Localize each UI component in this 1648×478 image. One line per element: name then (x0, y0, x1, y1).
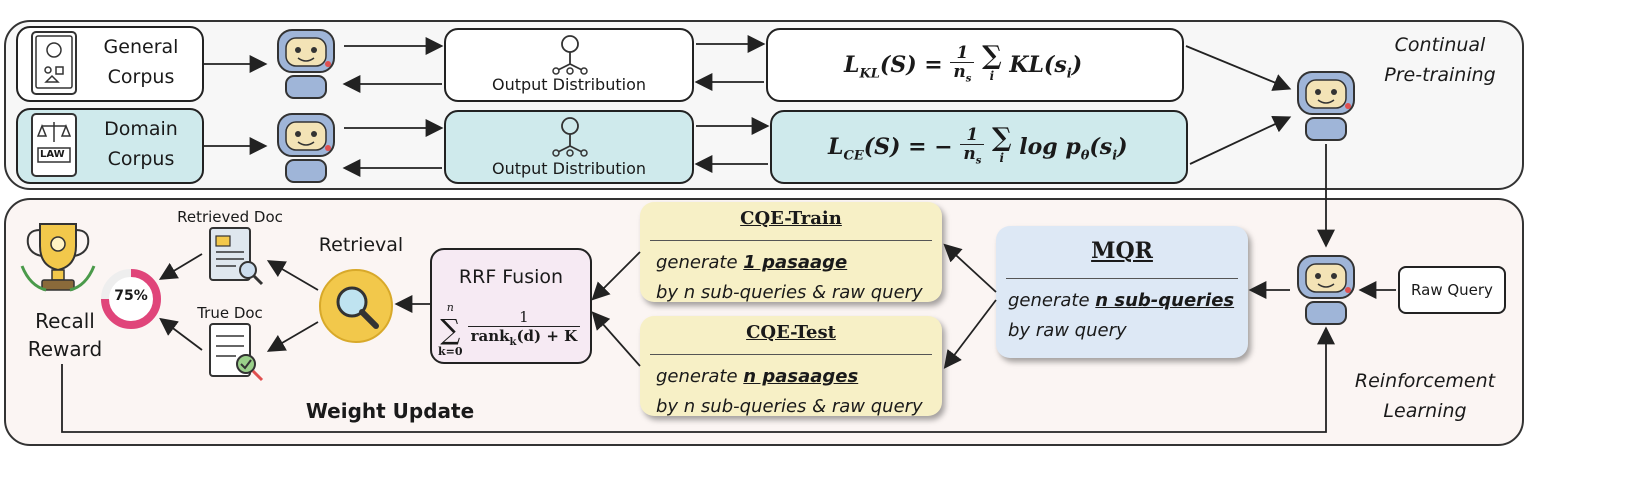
cqe-train-box: CQE-Train generate 1 pasaage by n sub-qu… (640, 202, 942, 303)
true-document-icon (209, 323, 264, 382)
cqe-test-line2: by n sub-queries & raw query (656, 396, 923, 417)
rrf-title: RRF Fusion (458, 266, 564, 288)
recall-percent: 75% (114, 288, 148, 304)
weight-update-label: Weight Update (305, 399, 475, 423)
recall-ring-icon (101, 269, 161, 329)
rrf-formula: n ∑ k=0 1 rankk(d) + K (438, 300, 581, 360)
general-corpus-box: General Corpus (16, 26, 204, 102)
true-doc-label: True Doc (197, 304, 263, 322)
cqe-train-title: CQE-Train (740, 208, 842, 229)
rrf-fusion-box: RRF Fusion n ∑ k=0 1 rankk(d) + K (430, 248, 592, 364)
output-distribution-label-top: Output Distribution (491, 75, 646, 94)
network-icon (552, 117, 588, 157)
domain-corpus-line1: Domain (104, 118, 178, 140)
raw-query-box: Raw Query (1398, 266, 1506, 314)
recall-reward-line2: Reward (27, 337, 103, 361)
robot-icon-domain (277, 113, 335, 183)
robot-icon-pretrained (1297, 71, 1355, 141)
law-book-icon (31, 113, 77, 177)
book-icon (31, 31, 77, 95)
general-corpus-line1: General (103, 36, 179, 58)
continual-pretraining-line2: Pre-training (1384, 64, 1496, 86)
continual-pretraining-line1: Continual (1394, 34, 1486, 56)
raw-query-label: Raw Query (1411, 281, 1493, 299)
cqe-test-divider (650, 354, 932, 355)
recall-reward-line1: Recall (35, 309, 95, 333)
retrieval-label: Retrieval (318, 234, 404, 256)
output-distribution-box-top: Output Distribution (444, 28, 694, 102)
output-distribution-label-bottom: Output Distribution (491, 159, 646, 178)
output-distribution-box-bottom: Output Distribution (444, 110, 694, 184)
retrieved-document-icon (209, 227, 264, 286)
domain-corpus-box: LAW Domain Corpus (16, 108, 204, 184)
magnifier-icon (319, 269, 393, 343)
reinforcement-learning-line2: Learning (1383, 400, 1467, 422)
network-icon (552, 35, 588, 75)
mqr-divider (1006, 278, 1238, 279)
mqr-line2: by raw query (1008, 320, 1127, 341)
law-text: LAW (40, 149, 65, 160)
mqr-title: MQR (1091, 238, 1153, 264)
cqe-train-line1: generate 1 pasaage (656, 252, 848, 273)
trophy-icon (20, 223, 96, 292)
cqe-train-line2: by n sub-queries & raw query (656, 282, 923, 303)
robot-icon-rl (1297, 255, 1355, 325)
reinforcement-learning-line1: Reinforcement (1354, 370, 1496, 392)
retrieved-doc-label: Retrieved Doc (177, 208, 283, 226)
cqe-test-title: CQE-Test (746, 322, 836, 343)
domain-corpus-line2: Corpus (107, 148, 175, 170)
cqe-train-divider (650, 240, 932, 241)
robot-icon-general (277, 29, 335, 99)
cqe-test-box: CQE-Test generate n pasaages by n sub-qu… (640, 316, 942, 417)
general-corpus-line2: Corpus (107, 66, 175, 88)
mqr-line1: generate n sub-queries (1008, 290, 1235, 311)
cqe-test-line1: generate n pasaages (656, 366, 859, 387)
mqr-box: MQR generate n sub-queries by raw query (996, 226, 1248, 358)
